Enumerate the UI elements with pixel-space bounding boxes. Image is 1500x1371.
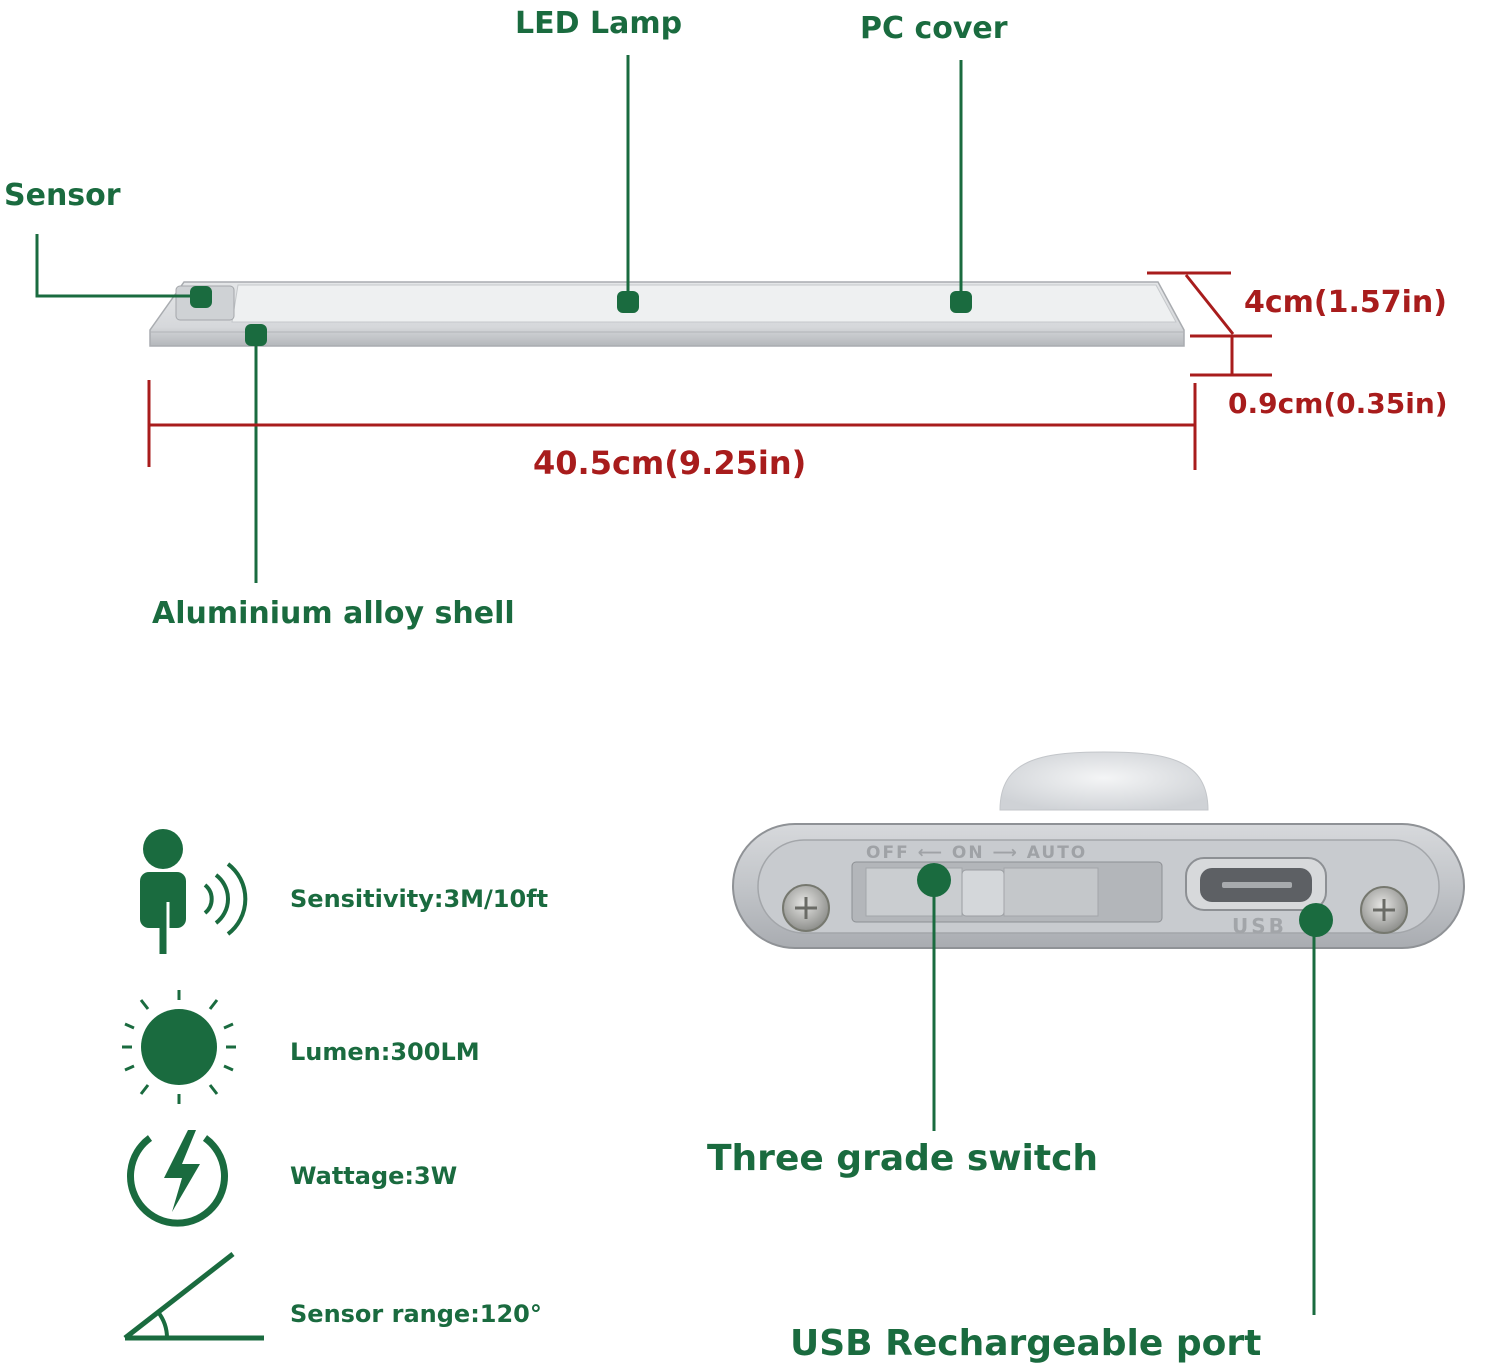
width-dimension-label: 4cm(1.57in)	[1244, 285, 1447, 320]
pc-cover-dot	[950, 291, 972, 313]
usb-dot	[1299, 903, 1333, 937]
switch-position-labels: OFF ⟵ ON ⟶ AUTO	[866, 843, 1087, 863]
lightning-bolt-icon	[127, 1130, 228, 1227]
switch-dot	[917, 863, 951, 897]
spec-sensor-range: Sensor range:120°	[290, 1300, 542, 1328]
dimension-lines	[147, 271, 1272, 470]
usb-port-label: USB Rechargeable port	[790, 1323, 1261, 1364]
spec-lumen: Lumen:300LM	[290, 1038, 480, 1066]
callout-dots	[190, 286, 972, 346]
sensor-leader	[35, 234, 200, 298]
length-dimension-label: 40.5cm(9.25in)	[533, 444, 806, 482]
person-motion-icon	[140, 829, 248, 954]
shell-dot	[245, 324, 267, 346]
callout-lines	[35, 55, 963, 583]
width-diagonal	[1184, 274, 1235, 335]
spec-wattage: Wattage:3W	[290, 1162, 457, 1190]
pc-cover-label: PC cover	[860, 11, 1008, 46]
pir-sensor-dome	[999, 751, 1209, 811]
angle-icon	[123, 1252, 264, 1341]
light-bar	[149, 281, 1185, 347]
switch-knob	[961, 869, 1005, 917]
led-lamp-label: LED Lamp	[515, 6, 682, 41]
left-screw-icon	[782, 884, 830, 932]
pc-cover-strip	[231, 284, 1177, 323]
sun-icon	[122, 990, 236, 1104]
sensor-dot	[190, 286, 212, 308]
right-screw-icon	[1360, 886, 1408, 934]
three-grade-switch-label: Three grade switch	[707, 1138, 1098, 1179]
led-lamp-dot	[617, 291, 639, 313]
aluminium-shell-label: Aluminium alloy shell	[152, 596, 515, 631]
spec-sensitivity: Sensitivity:3M/10ft	[290, 885, 548, 913]
sensor-label: Sensor	[4, 178, 121, 213]
usb-mark: USB	[1232, 914, 1287, 938]
end-cap-callouts	[917, 863, 1333, 1315]
end-cap: OFF ⟵ ON ⟶ AUTO USB	[732, 751, 1465, 949]
thickness-dimension-label: 0.9cm(0.35in)	[1228, 387, 1448, 420]
